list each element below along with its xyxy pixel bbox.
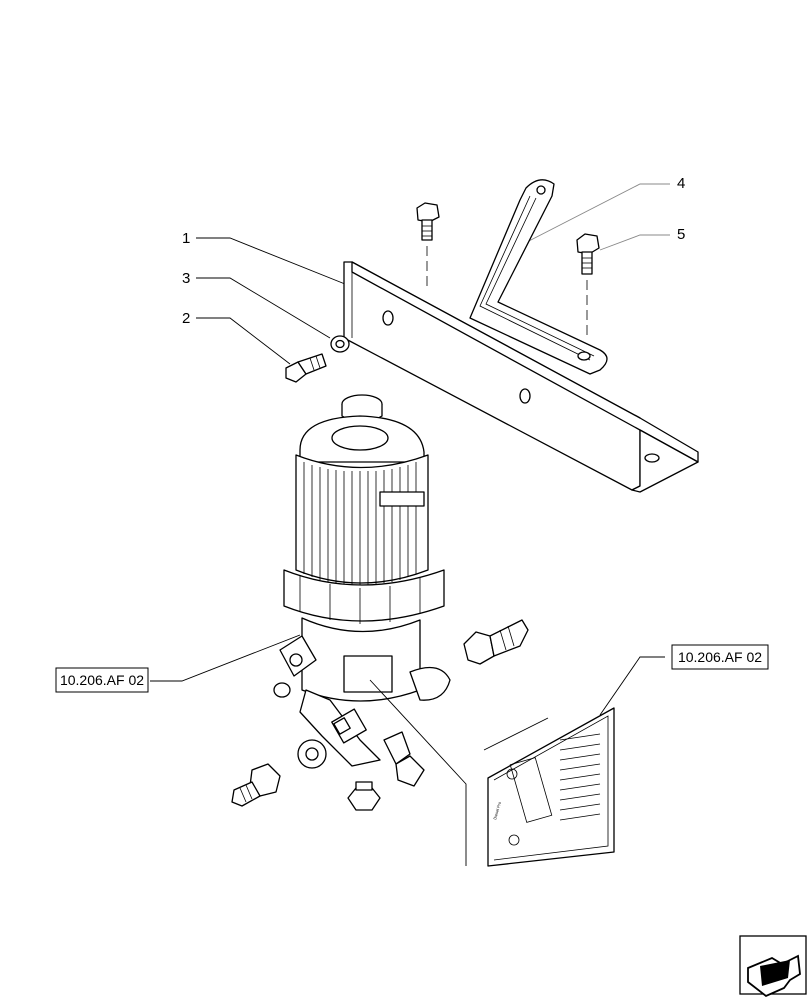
bolt-part-5 — [576, 233, 600, 340]
next-page-arrow-icon[interactable] — [739, 935, 807, 998]
filter-ribs — [303, 462, 417, 585]
callout-5: 5 — [677, 226, 685, 243]
leader-lines — [150, 183, 670, 716]
reference-box-filter[interactable]: 10.206.AF 02 — [55, 667, 149, 693]
fuel-filter-assembly — [273, 394, 451, 787]
support-strap — [469, 179, 608, 375]
mounting-bracket — [343, 261, 699, 493]
washer-part-3 — [330, 335, 350, 353]
decal-brand-text: Diesel Pro — [492, 800, 502, 820]
fitting-left-lower — [231, 763, 281, 807]
callout-2: 2 — [182, 310, 190, 327]
reference-text-label: 10.206.AF 02 — [678, 649, 762, 665]
callout-3: 3 — [182, 270, 190, 287]
decal-callout: Diesel Pro — [369, 679, 615, 867]
callout-1: 1 — [182, 230, 190, 247]
drain-plug — [347, 781, 381, 811]
fitting-right-upper — [463, 619, 529, 665]
bolt-part-2 — [285, 353, 327, 383]
reference-box-label[interactable]: 10.206.AF 02 — [671, 644, 769, 670]
reference-text-filter: 10.206.AF 02 — [60, 672, 144, 688]
bolt-top — [416, 202, 440, 290]
callout-4: 4 — [677, 175, 685, 192]
